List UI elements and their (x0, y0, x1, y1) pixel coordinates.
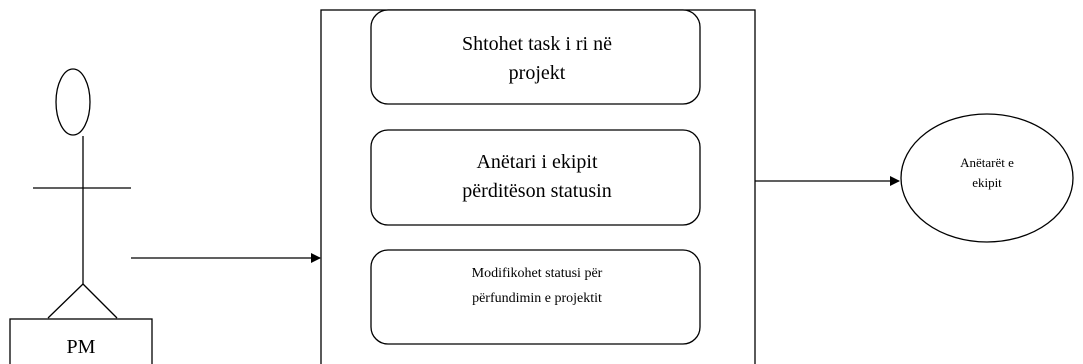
use-case-update-status-line1: Anëtari i ekipit (476, 151, 598, 173)
use-case-update-status-line2: përditëson statusin (462, 180, 611, 202)
actor-head (55, 68, 91, 136)
recipient-label-line1: Anëtarët e (960, 155, 1014, 170)
recipient-ellipse (900, 113, 1074, 243)
recipient-label-line2: ekipit (972, 175, 1002, 190)
use-case-modify-status-line1: Modifikohet statusi për (472, 266, 603, 281)
use-case-add-task (370, 9, 701, 105)
use-case-modify-status-line2: përfundimin e projektit (472, 291, 602, 306)
actor-label: PM (67, 336, 96, 358)
actor-right-leg (82, 283, 118, 319)
actor-left-leg (47, 283, 84, 319)
actor-figure (33, 68, 131, 319)
use-case-update-status (370, 129, 701, 226)
actor-label-box (9, 318, 153, 364)
use-case-add-task-line2: projekt (509, 62, 566, 84)
use-case-add-task-line1: Shtohet task i ri në (462, 33, 612, 55)
use-case-modify-status (370, 249, 701, 345)
